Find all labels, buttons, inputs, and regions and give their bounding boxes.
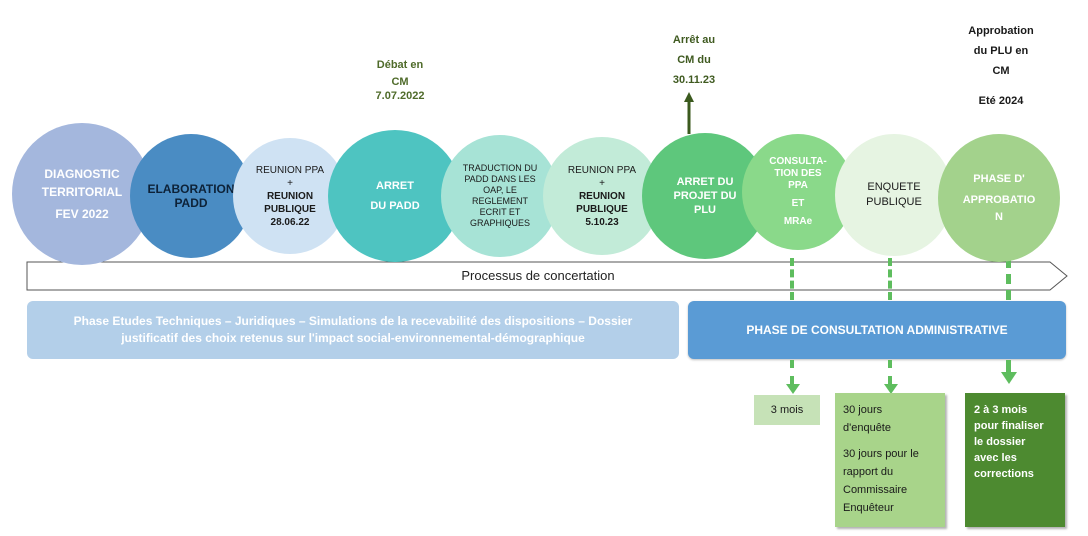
traduction-circle: TRADUCTION DU PADD DANS LES OAP, LE REGL…	[441, 135, 559, 257]
arret-projet-line1: ARRET DU	[676, 176, 734, 188]
enquete-publique-circle: ENQUETE PUBLIQUE	[835, 134, 953, 256]
elaboration-line1: ELABORATION	[147, 182, 235, 196]
duration-enquete-box: 30 jours d'enquête 30 jours pour le rapp…	[835, 393, 945, 527]
finalisation-line3: le dossier	[974, 436, 1026, 448]
arret-cm-arrow-icon	[683, 92, 695, 134]
connector-enquete-upper	[888, 258, 892, 300]
processus-concertation-arrow: Processus de concertation	[26, 261, 1070, 291]
arret-cm-line2: CM du	[677, 54, 711, 66]
arret-projet-line3: PLU	[694, 204, 716, 216]
traduction-line4: REGLEMENT	[471, 196, 528, 206]
diagnostic-line1: DIAGNOSTIC	[44, 167, 120, 181]
enquete-duration-line6: Enquêteur	[843, 502, 894, 514]
traduction-line2: PADD DANS LES	[464, 174, 536, 184]
process-arrow-shape-icon	[26, 261, 1068, 291]
reunion1-line1: REUNION PPA	[255, 164, 325, 176]
debat-line1: Débat en	[376, 59, 424, 71]
elaboration-line2: PADD	[174, 196, 208, 210]
connector-enquete-arrow-icon	[884, 384, 898, 394]
connector-approbation-arrow-icon	[1001, 372, 1017, 384]
diagnostic-line3: FEV 2022	[55, 207, 109, 221]
approbation-circle-line2: APPROBATIO	[962, 193, 1036, 206]
phase-consultation-label: PHASE DE CONSULTATION ADMINISTRATIVE	[746, 323, 1008, 337]
consultation-ppa-circle: CONSULTA- TION DES PPA ET MRAe	[742, 134, 854, 250]
duration-3-mois-box: 3 mois	[754, 395, 820, 425]
approbation-circle-line1: PHASE D'	[973, 172, 1025, 185]
reunion1-line3: REUNION	[266, 190, 314, 202]
phase-consultation-box: PHASE DE CONSULTATION ADMINISTRATIVE	[688, 301, 1066, 359]
traduction-line3: OAP, LE	[483, 185, 517, 195]
phase-etudes-box: Phase Etudes Techniques – Juridiques – S…	[27, 301, 679, 359]
finalisation-line1: 2 à 3 mois	[974, 404, 1028, 416]
phase-approbation-circle: PHASE D' APPROBATIO N	[938, 134, 1060, 262]
approbation-line1: Approbation	[968, 25, 1034, 37]
approbation-circle-line3: N	[995, 210, 1003, 223]
arret-cm-line3: 30.11.23	[672, 74, 716, 86]
debat-cm-annotation: Débat en CM 7.07.2022	[360, 58, 440, 103]
reunion-ppa-2-circle: REUNION PPA + REUNION PUBLIQUE 5.10.23	[543, 137, 661, 255]
connector-consultation-upper	[790, 258, 794, 300]
consultation-line1: CONSULTA-	[769, 156, 827, 167]
traduction-line1: TRADUCTION DU	[462, 163, 538, 173]
consultation-line3: PPA	[788, 180, 808, 191]
enquete-duration-line1: 30 jours	[843, 404, 883, 416]
reunion2-line4: PUBLIQUE	[576, 203, 628, 215]
reunion2-line5: 5.10.23	[585, 216, 619, 228]
debat-line3: 7.07.2022	[375, 90, 425, 102]
connector-approbation-upper	[1006, 258, 1011, 300]
reunion2-line1: REUNION PPA	[567, 164, 637, 176]
phase-etudes-line1: Phase Etudes Techniques – Juridiques – S…	[73, 314, 633, 328]
arret-padd-line2: DU PADD	[370, 200, 420, 212]
debat-line2: CM	[391, 76, 409, 88]
connector-consultation-arrow-icon	[786, 384, 800, 394]
consultation-line4: ET	[791, 198, 805, 209]
consultation-line5: MRAe	[783, 216, 813, 227]
elaboration-padd-circle: ELABORATION PADD	[130, 134, 252, 258]
arret-projet-line2: PROJET DU	[673, 190, 737, 202]
diagnostic-circle: DIAGNOSTIC TERRITORIAL FEV 2022	[12, 123, 152, 265]
enquete-duration-line3: 30 jours pour le	[843, 448, 919, 460]
approbation-line2: du PLU en	[973, 45, 1029, 57]
finalisation-line4: avec les	[974, 452, 1017, 464]
reunion2-line3: REUNION	[578, 190, 626, 202]
consultation-line2: TION DES	[774, 168, 822, 179]
finalisation-line2: pour finaliser	[974, 420, 1044, 432]
connector-approbation-lower	[1006, 360, 1011, 374]
arret-cm-line1: Arrêt au	[672, 34, 716, 46]
phase-etudes-line2: justificatif des choix retenus sur l'imp…	[121, 331, 585, 345]
duration-3-mois-label: 3 mois	[770, 404, 804, 416]
duration-finalisation-box: 2 à 3 mois pour finaliser le dossier ave…	[965, 393, 1065, 527]
connector-enquete-lower	[888, 360, 892, 384]
connector-consultation-lower	[790, 360, 794, 384]
reunion1-line2: +	[287, 177, 293, 189]
reunion2-line2: +	[599, 177, 605, 189]
enquete-duration-line5: Commissaire	[843, 484, 908, 496]
arret-cm-annotation: Arrêt au CM du 30.11.23	[656, 33, 732, 87]
approbation-line4: Eté 2024	[978, 95, 1024, 107]
approbation-line3: CM	[992, 65, 1010, 77]
reunion1-line4: PUBLIQUE	[264, 203, 316, 215]
traduction-line5: ECRIT ET	[479, 207, 521, 217]
arret-padd-line1: ARRET	[376, 180, 414, 192]
reunion1-line5: 28.06.22	[270, 216, 310, 228]
approbation-cm-annotation: Approbation du PLU en CM Eté 2024	[955, 24, 1047, 108]
traduction-line6: GRAPHIQUES	[469, 218, 530, 228]
arret-padd-circle: ARRET DU PADD	[328, 130, 462, 262]
enquete-duration-line4: rapport du	[843, 466, 894, 478]
diagnostic-line2: TERRITORIAL	[41, 185, 123, 199]
enquete-duration-line2: d'enquête	[843, 422, 891, 434]
enquete-line2: PUBLIQUE	[866, 196, 922, 208]
processus-label: Processus de concertation	[461, 268, 615, 283]
finalisation-line5: corrections	[974, 468, 1034, 480]
enquete-line1: ENQUETE	[867, 181, 921, 193]
